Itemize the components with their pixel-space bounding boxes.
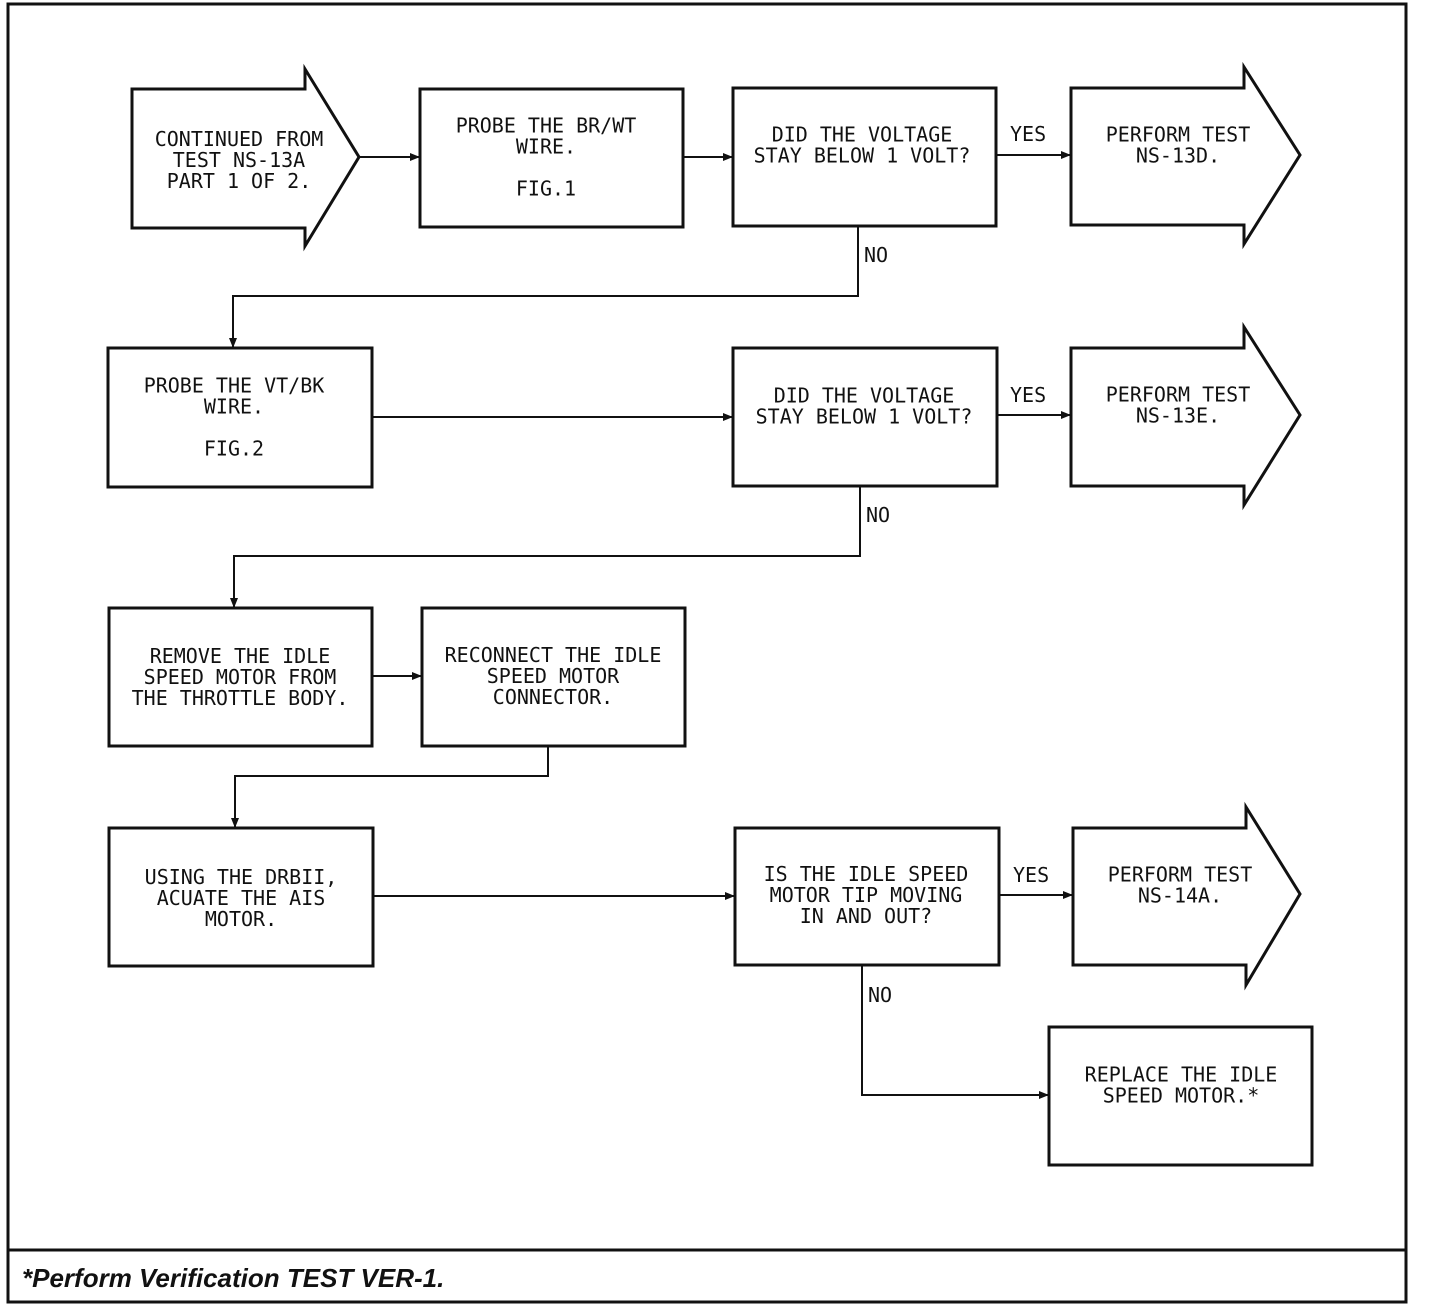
node-text-line: MOTOR. <box>205 907 277 931</box>
node-text-line: TEST NS-13A <box>173 148 305 172</box>
edge-label-yes-2: YES <box>1010 383 1046 407</box>
perform-13e-arrow-shape <box>1069 321 1302 511</box>
node-text-line: NS-13D. <box>1136 144 1220 168</box>
node-text-line: SPEED MOTOR FROM <box>144 665 337 689</box>
node-text-line: WIRE. <box>516 135 576 159</box>
replace-box <box>1047 1025 1314 1167</box>
node-text-line: USING THE DRBII, <box>145 865 338 889</box>
reconnect-box <box>420 606 687 748</box>
node-text-line: PERFORM TEST <box>1106 383 1251 407</box>
node-text-line: WIRE. <box>204 395 264 419</box>
node-text-line: REPLACE THE IDLE <box>1085 1063 1278 1087</box>
question-voltage-1-box <box>731 86 998 228</box>
node-text-line: PERFORM TEST <box>1108 863 1253 887</box>
node-text-line: THE THROTTLE BODY. <box>132 686 349 710</box>
edge-label-no-1: NO <box>864 243 888 267</box>
edge-label-yes-1: YES <box>1010 122 1046 146</box>
node-text-line: FIG.1 <box>516 177 576 201</box>
question-tip-box <box>733 826 1001 967</box>
node-text-line: DID THE VOLTAGE <box>772 123 953 147</box>
node-text-line: NS-14A. <box>1138 884 1222 908</box>
node-text-line: SPEED MOTOR <box>487 664 620 688</box>
node-text-line: NS-13E. <box>1136 404 1220 428</box>
node-text-line: SPEED MOTOR.* <box>1103 1084 1260 1108</box>
node-text-line: REMOVE THE IDLE <box>150 644 331 668</box>
node-text-line: PART 1 OF 2. <box>167 169 312 193</box>
node-text-line: IS THE IDLE SPEED <box>764 862 969 886</box>
node-text-line: FIG.2 <box>204 437 264 461</box>
node-text-line: PROBE THE BR/WT <box>456 114 637 138</box>
node-text-line: PROBE THE VT/BK <box>144 374 325 398</box>
perform-13d-arrow-shape <box>1069 61 1302 250</box>
node-text-line: CONNECTOR. <box>493 685 613 709</box>
node-text-line: PERFORM TEST <box>1106 123 1251 147</box>
edge-label-no-3: NO <box>868 983 892 1007</box>
edge-question-tip-no <box>861 965 1049 1099</box>
node-text-line: RECONNECT THE IDLE <box>445 643 662 667</box>
edge-question-1-no <box>229 226 859 348</box>
node-text-line: MOTOR TIP MOVING <box>770 883 963 907</box>
edge-reconnect-to-using <box>231 746 549 828</box>
node-text-line: ACUATE THE AIS <box>157 886 326 910</box>
continued-arrow-shape <box>130 63 361 252</box>
node-text-line: CONTINUED FROM <box>155 127 324 151</box>
edge-label-yes-3: YES <box>1013 863 1049 887</box>
node-text-line: STAY BELOW 1 VOLT? <box>754 144 971 168</box>
perform-14a-arrow-shape <box>1071 801 1302 991</box>
node-text-line: STAY BELOW 1 VOLT? <box>756 405 973 429</box>
outer-frame <box>6 2 1408 1304</box>
footer-note: *Perform Verification TEST VER-1. <box>22 1263 444 1293</box>
question-voltage-2-box <box>731 346 999 488</box>
edge-label-no-2: NO <box>866 503 890 527</box>
node-text-line: DID THE VOLTAGE <box>774 384 955 408</box>
node-text-line: IN AND OUT? <box>800 904 932 928</box>
edge-question-2-no <box>230 486 861 608</box>
